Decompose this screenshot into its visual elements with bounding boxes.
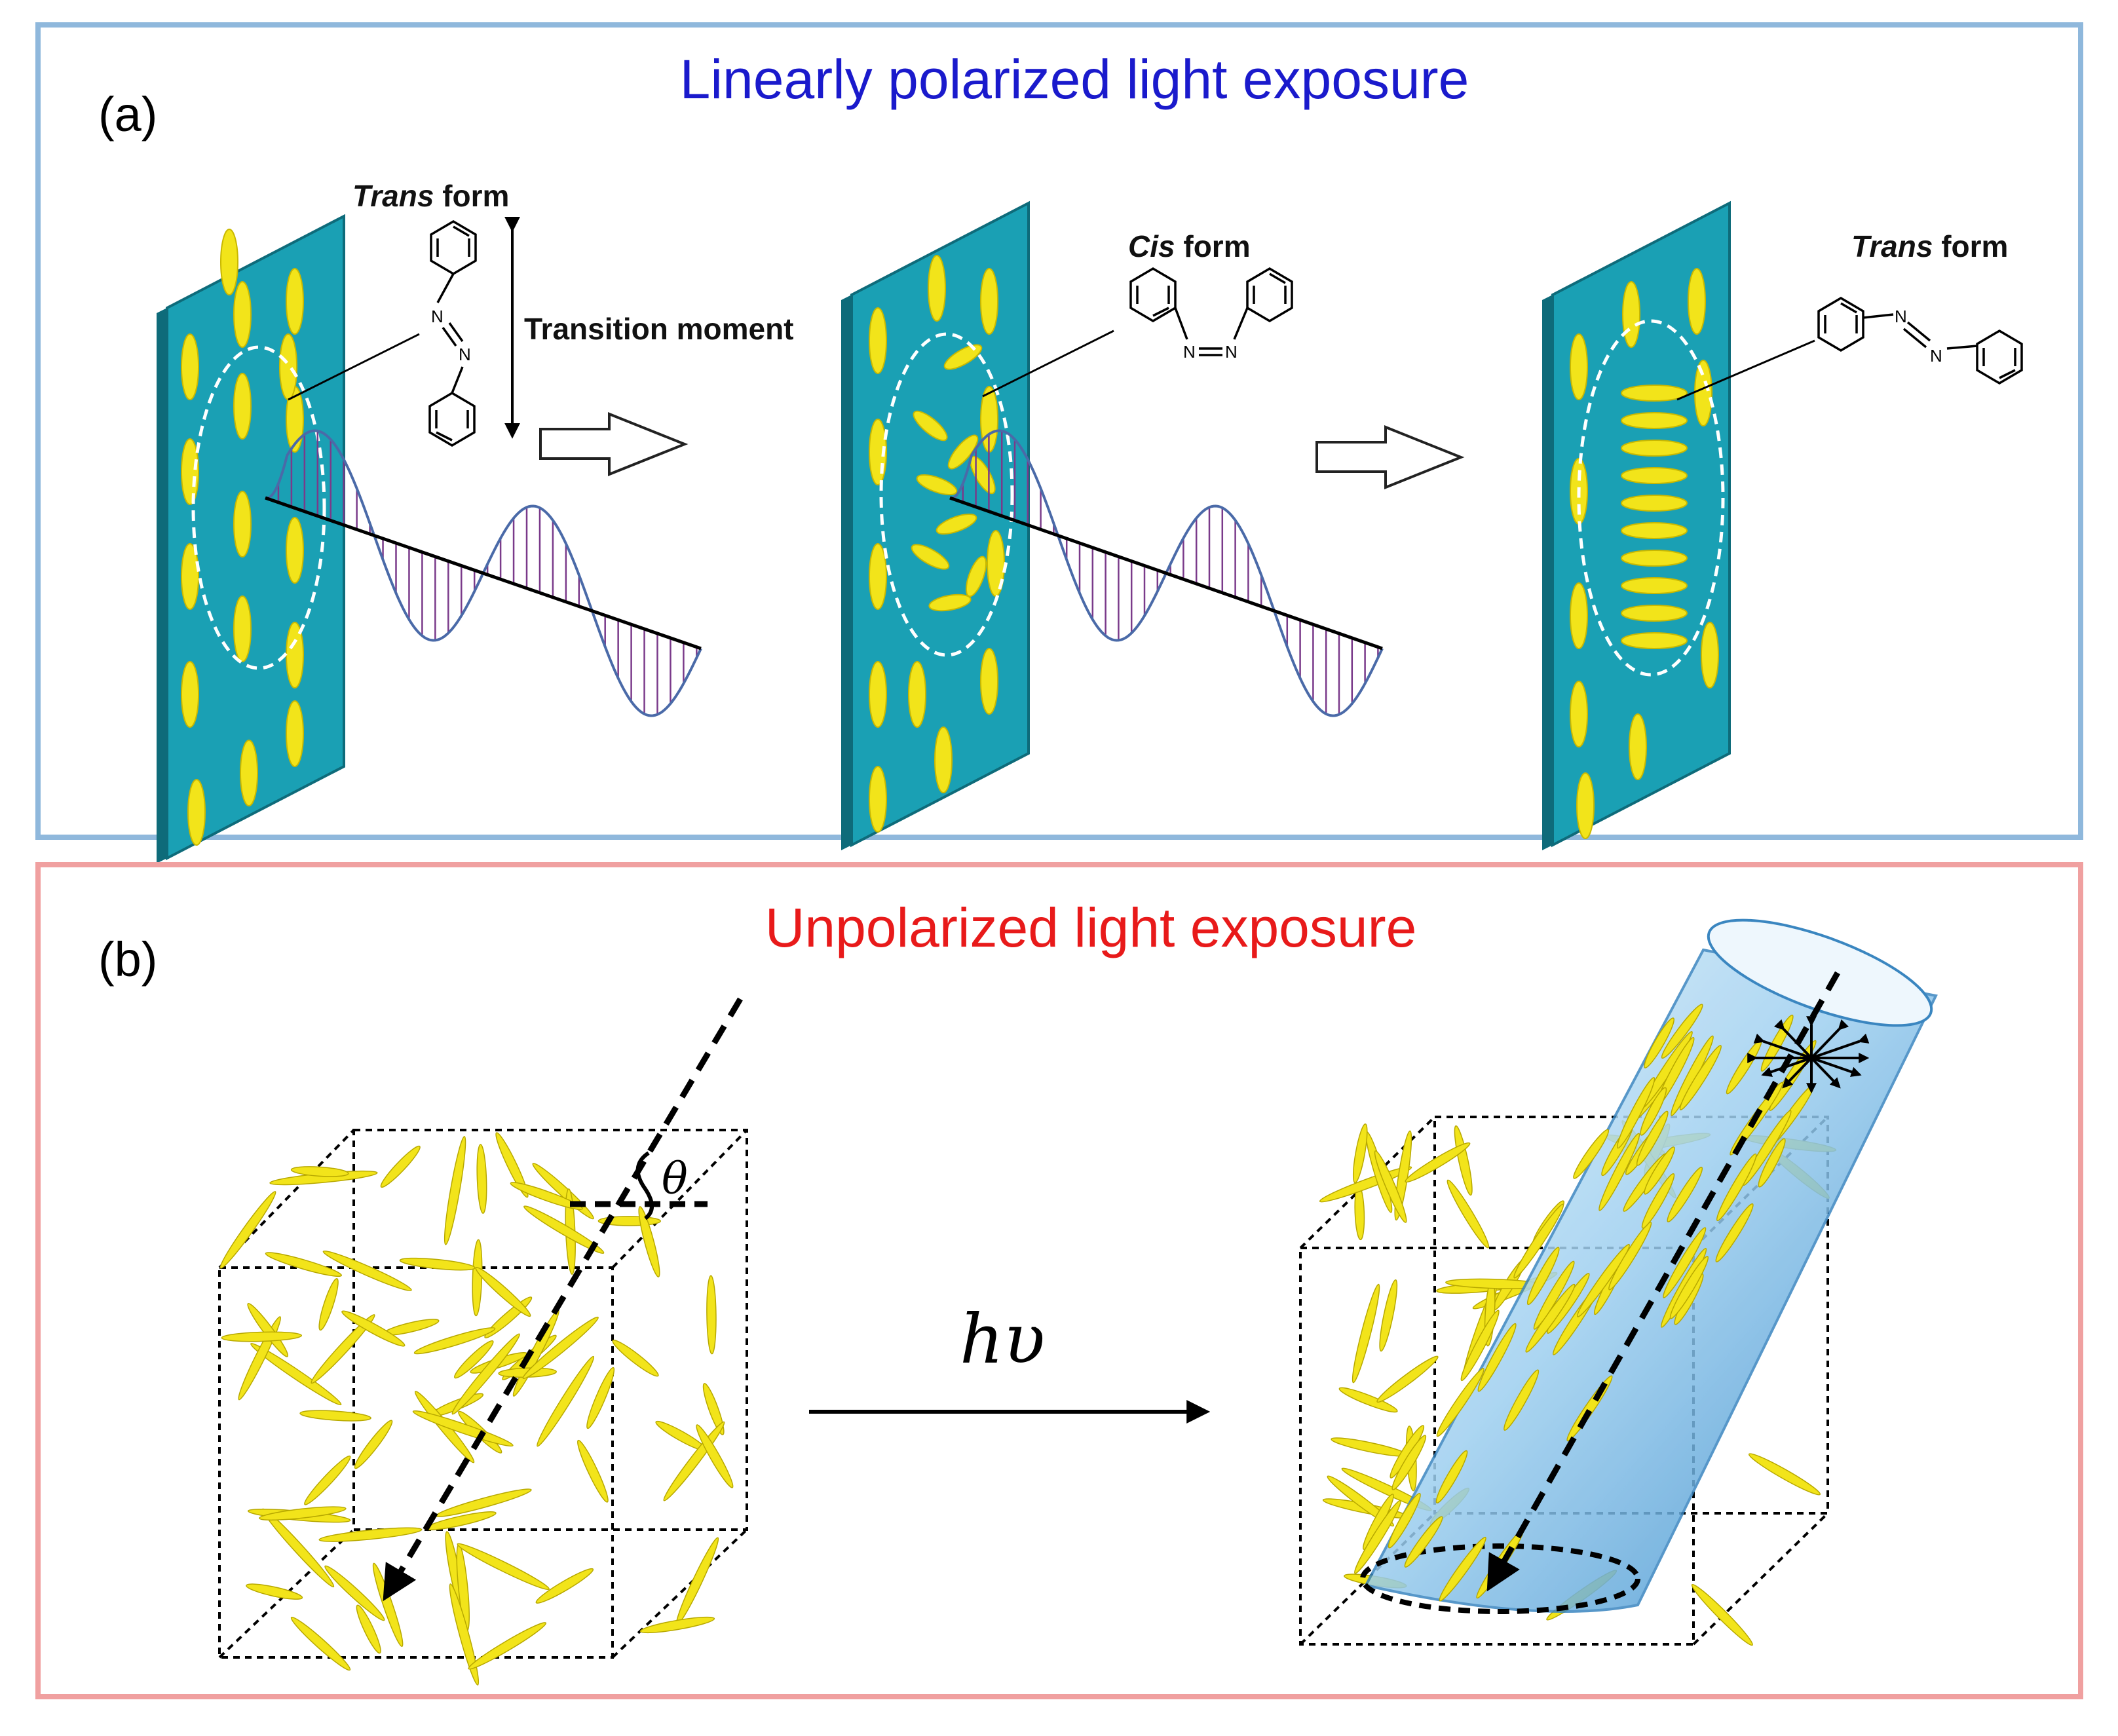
azobenzene-cis bbox=[1129, 267, 1293, 356]
theta-label: θ bbox=[662, 1154, 688, 1204]
transition-moment-label: Transition moment bbox=[524, 312, 793, 346]
atom-n-1a: N bbox=[431, 307, 444, 326]
random-molecules-left bbox=[219, 1132, 734, 1686]
plate-3-molecules bbox=[1570, 268, 1719, 839]
unpolarized-vectors-icon bbox=[1747, 1016, 1870, 1094]
incident-light-ray bbox=[383, 997, 743, 1602]
polarized-wave-1 bbox=[265, 429, 702, 717]
atom-n-2a: N bbox=[1183, 342, 1196, 362]
panel-b-label: (b) bbox=[98, 932, 157, 987]
angle-arc bbox=[635, 1151, 654, 1220]
panel-b-title: Unpolarized light exposure bbox=[765, 897, 1417, 958]
azobenzene-trans-horizontal bbox=[1817, 296, 2023, 385]
light-beam-top bbox=[1707, 918, 1933, 1027]
process-arrow-2 bbox=[1315, 425, 1465, 489]
light-beam-footprint bbox=[1360, 1543, 1640, 1614]
atom-n-3a: N bbox=[1895, 307, 1907, 326]
panel-a-border bbox=[35, 22, 2083, 840]
polarized-wave-2 bbox=[949, 429, 1384, 717]
atom-n-1b: N bbox=[459, 345, 471, 364]
pointer-line-2 bbox=[982, 330, 1114, 398]
atom-n-3b: N bbox=[1930, 346, 1942, 366]
trans-form-label-2: Trans form bbox=[1851, 229, 2008, 263]
trans-form-label-1: Trans form bbox=[352, 179, 509, 213]
plate-2-focus-ellipse bbox=[879, 332, 1014, 657]
beam-axis-ray bbox=[1486, 971, 1840, 1592]
hv-label: hυ bbox=[960, 1299, 1045, 1379]
panel-a-label: (a) bbox=[98, 87, 157, 142]
pointer-line-1 bbox=[288, 333, 420, 401]
plate-2-molecules bbox=[869, 255, 1005, 833]
plate-1-focus-ellipse bbox=[191, 345, 326, 670]
plate-3-focus-ellipse bbox=[1577, 319, 1725, 677]
azobenzene-trans-vertical bbox=[428, 219, 477, 447]
film-plate-1 bbox=[157, 214, 345, 863]
panel-a-title: Linearly polarized light exposure bbox=[680, 48, 1469, 110]
plate-1-molecules bbox=[181, 229, 304, 846]
cis-form-label: Cis form bbox=[1128, 229, 1251, 263]
atom-n-2b: N bbox=[1225, 342, 1238, 362]
panel-b-border bbox=[35, 862, 2083, 1699]
pointer-line-3 bbox=[1676, 339, 1815, 401]
process-arrow-1 bbox=[539, 412, 689, 476]
